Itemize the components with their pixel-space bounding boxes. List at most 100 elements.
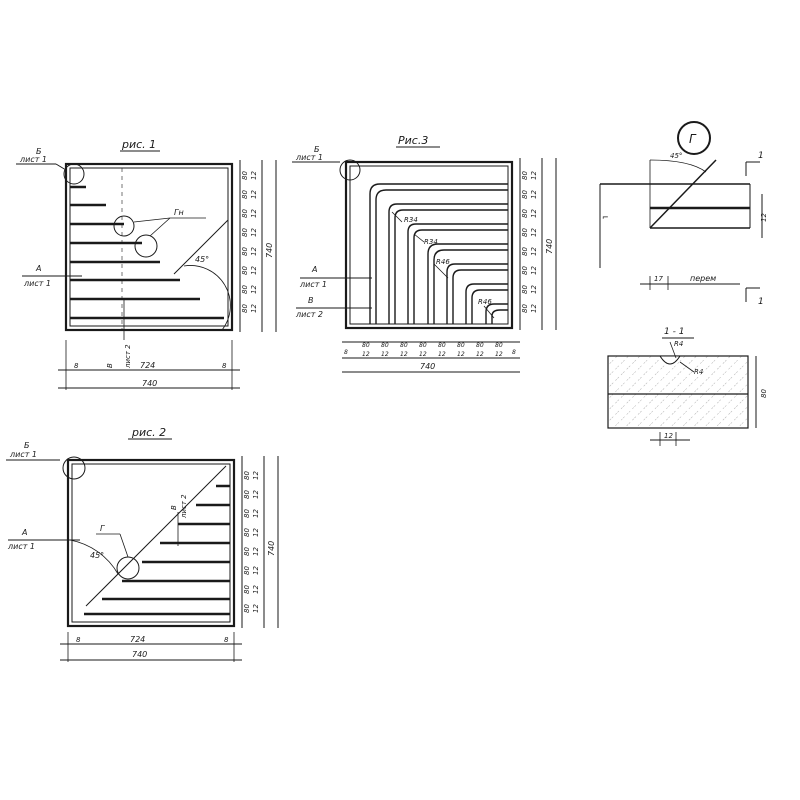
- fig2-callout-circle-g: [116, 556, 140, 580]
- svg-text:12: 12: [476, 351, 484, 358]
- section-groove: [659, 355, 681, 365]
- fig2-callout-b-sheet: лист 1: [9, 450, 37, 459]
- section-title: 1 - 1: [664, 327, 684, 337]
- svg-text:12: 12: [495, 351, 503, 358]
- svg-text:8: 8: [512, 349, 516, 356]
- fig2-callout-g: Г: [100, 524, 105, 533]
- section-1-1: 1 - 1 R4 R4 80 12: [607, 327, 768, 446]
- fig3-radius-labels: R34 R34 R46 R46: [391, 211, 495, 319]
- fig3-callout-b-sheet: лист 1: [295, 153, 323, 162]
- fig1-angle-arc: [183, 265, 231, 331]
- svg-text:12: 12: [250, 285, 258, 294]
- detail-g-diagonal: [649, 159, 717, 229]
- svg-text:80: 80: [476, 342, 484, 349]
- svg-text:80: 80: [521, 209, 529, 218]
- svg-text:80: 80: [381, 342, 389, 349]
- detail-g-dim-12: 12: [760, 213, 768, 222]
- svg-text:12: 12: [252, 490, 260, 499]
- detail-g-angle: 45°: [670, 152, 682, 160]
- fig2-dim-total: 740: [132, 650, 147, 659]
- svg-text:R46: R46: [436, 258, 450, 266]
- fig2-title: рис. 2: [131, 426, 166, 439]
- svg-text:12: 12: [252, 547, 260, 556]
- fig1-callout-b-sheet: лист 1: [19, 155, 47, 164]
- svg-text:12: 12: [250, 247, 258, 256]
- svg-text:12: 12: [250, 190, 258, 199]
- fig3-rebar-lines: [369, 183, 508, 324]
- fig2-overall-vertical: 740: [267, 541, 276, 556]
- fig2-dim-left: 8: [76, 636, 81, 644]
- fig1-callout-circle-b: [63, 163, 85, 185]
- fig2-angle-arc: [69, 539, 119, 575]
- figure-1: рис. 1 45° Б лист 1 Гн А лист: [16, 138, 277, 390]
- svg-text:⌐: ⌐: [602, 213, 609, 222]
- svg-text:80: 80: [521, 304, 529, 313]
- fig3-callout-a-sheet: лист 1: [299, 280, 327, 289]
- svg-text:80: 80: [241, 190, 249, 199]
- svg-text:12: 12: [530, 304, 538, 313]
- fig3-title: Рис.3: [398, 134, 428, 147]
- svg-text:80: 80: [243, 490, 251, 499]
- svg-text:12: 12: [530, 171, 538, 180]
- svg-text:12: 12: [438, 351, 446, 358]
- svg-text:80: 80: [457, 342, 465, 349]
- fig1-callout-circle-2: [134, 234, 158, 258]
- fig2-dim-mid: 724: [130, 635, 145, 644]
- fig2-callout-a: А: [21, 528, 27, 537]
- fig2-angle: 45°: [90, 551, 104, 560]
- svg-text:80: 80: [241, 228, 249, 237]
- svg-text:80: 80: [521, 171, 529, 180]
- svg-text:12: 12: [252, 604, 260, 613]
- svg-text:12: 12: [250, 228, 258, 237]
- fig3-overall-vertical: 740: [545, 239, 554, 254]
- detail-g-dim-label: перем: [690, 274, 716, 283]
- section-r4-top: R4: [674, 340, 683, 348]
- fig1-slits: [70, 185, 224, 320]
- fig2-dim-right: 8: [224, 636, 229, 644]
- fig2-right-dims: 80 12 80 12 80 12 80 12 80 12 80 12 80 1…: [243, 471, 260, 613]
- svg-text:80: 80: [243, 604, 251, 613]
- svg-text:80: 80: [362, 342, 370, 349]
- svg-text:12: 12: [250, 304, 258, 313]
- fig2-slits: [84, 484, 230, 616]
- fig3-callout-a: А: [311, 265, 317, 274]
- svg-text:80: 80: [419, 342, 427, 349]
- svg-text:R34: R34: [404, 216, 418, 224]
- fig3-panel: [344, 160, 514, 330]
- fig1-panel-inner: [69, 167, 229, 327]
- svg-text:80: 80: [241, 171, 249, 180]
- fig3-right-dims: 80 12 80 12 80 12 80 12 80 12 80 12 80 1…: [521, 171, 538, 313]
- fig1-right-dims: 80 12 80 12 80 12 80 12 80 12 80 12 80 1…: [241, 171, 258, 313]
- svg-text:80: 80: [521, 247, 529, 256]
- svg-text:12: 12: [457, 351, 465, 358]
- svg-text:80: 80: [243, 566, 251, 575]
- svg-text:80: 80: [438, 342, 446, 349]
- svg-text:8: 8: [344, 349, 348, 356]
- fig1-overall-vertical: 740: [265, 243, 274, 258]
- fig1-title: рис. 1: [121, 138, 156, 151]
- svg-text:12: 12: [250, 209, 258, 218]
- fig3-dim-total: 740: [420, 362, 435, 371]
- fig3-callout-circle-b: [339, 159, 361, 181]
- detail-g-dim-17: 17: [654, 275, 663, 283]
- svg-text:80: 80: [241, 285, 249, 294]
- section-dim-height: 80: [760, 389, 768, 398]
- svg-text:80: 80: [243, 509, 251, 518]
- fig1-diagonal: [173, 219, 229, 275]
- svg-text:80: 80: [241, 209, 249, 218]
- fig1-dim-total: 740: [142, 379, 157, 388]
- svg-text:80: 80: [243, 528, 251, 537]
- fig2-callout-v-sheet: лист 2: [180, 494, 188, 519]
- svg-text:12: 12: [381, 351, 389, 358]
- section-body: [607, 355, 749, 429]
- fig1-callout-v-sheet: лист 2: [124, 344, 132, 369]
- fig3-panel-inner: [349, 165, 509, 325]
- fig1-dim-left: 8: [74, 362, 79, 370]
- fig2-callout-circle-b: [62, 456, 86, 480]
- svg-text:12: 12: [362, 351, 370, 358]
- fig2-callout-v: В: [170, 505, 178, 510]
- svg-text:12: 12: [530, 209, 538, 218]
- fig3-callout-v: В: [308, 296, 314, 305]
- detail-g-label: Г: [689, 132, 697, 146]
